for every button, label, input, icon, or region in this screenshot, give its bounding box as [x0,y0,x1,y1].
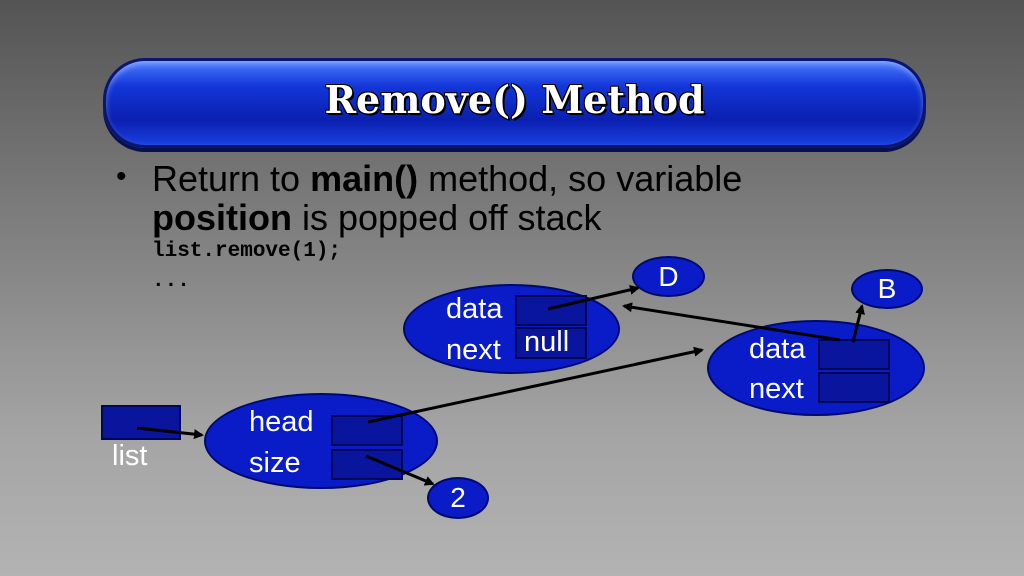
arrow-head-to-node-b [367,346,704,424]
arrow-b-data-to-value [851,304,865,343]
node-d-data-label: data [446,293,503,325]
bullet-marker: • [116,160,127,193]
size-label: size [249,447,301,479]
size-value-node: 2 [427,477,489,519]
arrow-list-to-object [136,426,204,440]
line1-text-post: method, so variable [418,158,743,199]
line1-bold-method: main() [310,158,419,199]
node-d-null-value: null [524,326,570,358]
node-b-next-label: next [749,373,804,405]
code-line-1: list.remove(1); [152,240,342,263]
value-b-node: B [851,269,923,309]
line2-bold-variable: position [152,197,292,238]
node-d-next-field [515,327,587,359]
head-label: head [249,406,314,438]
value-d-node: D [632,256,705,297]
bullet-line-1: Return to main() method, so variable [152,158,742,200]
node-d-data-field [515,295,587,326]
node-b-data-field [818,339,890,370]
list-label: list [112,440,148,472]
node-b-data-label: data [749,333,806,365]
line2-text-post: is popped off stack [291,197,602,238]
code-line-2: ... [152,270,190,293]
arrow-d-data-to-value [547,284,640,311]
title-banner: Remove() Method [103,58,926,148]
node-b-next-field [818,372,890,403]
arrow-b-next-to-node-d [622,302,841,342]
list-variable-box [101,405,181,440]
slide-title: Remove() Method [324,77,705,122]
size-field-box [331,449,403,480]
bullet-line-2: position is popped off stack [152,197,602,239]
node-d-next-label: next [446,334,501,366]
arrow-size-to-value [365,454,435,486]
line1-text-pre: Return to [152,158,311,199]
head-field-box [331,415,403,446]
